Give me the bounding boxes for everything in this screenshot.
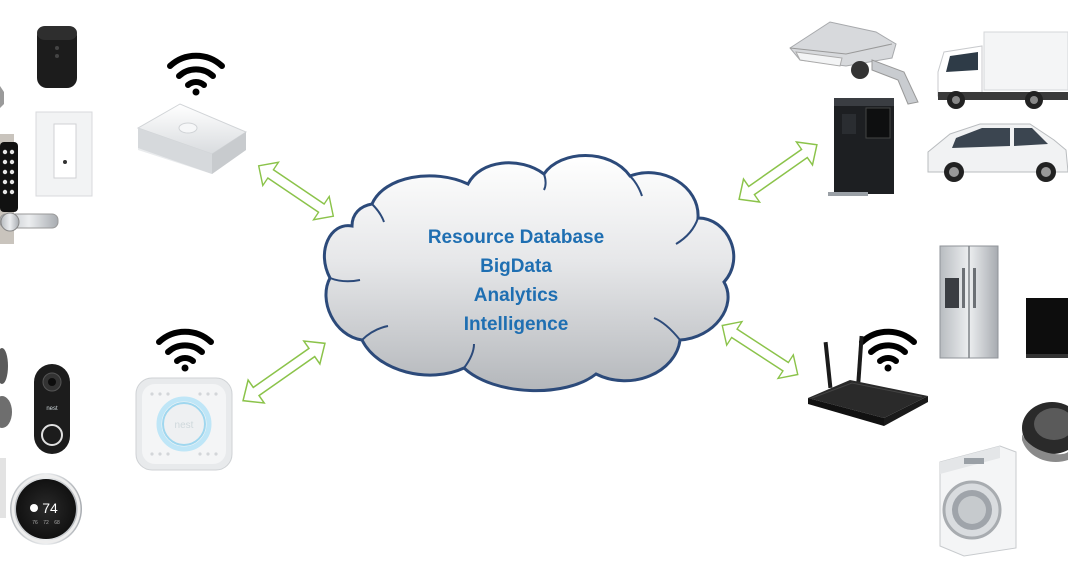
smart-lock-icon <box>0 134 59 244</box>
hub-icon <box>136 103 248 174</box>
thermostat-sub-2: 72 <box>43 520 49 526</box>
wifi-icon <box>170 56 222 96</box>
cloud: Resource Database BigData Analytics Inte… <box>322 154 736 393</box>
double-arrow-icon <box>730 132 826 212</box>
smoke-detector-brand: nest <box>175 420 194 431</box>
cloud-shape <box>322 154 736 393</box>
partial-device-icon <box>0 396 12 428</box>
double-arrow-icon <box>713 313 807 387</box>
cloud-line-1: Resource Database <box>428 227 604 248</box>
thermostat-sub-3: 68 <box>54 520 60 526</box>
arrow-top-left <box>250 153 342 229</box>
partial-device-icon <box>0 348 8 384</box>
double-arrow-icon <box>234 331 334 413</box>
arrow-top-right <box>730 132 826 212</box>
street-light-icon <box>789 21 919 105</box>
smart-speaker-icon <box>37 26 77 88</box>
arrow-bottom-left <box>234 331 334 413</box>
cloud-line-2: BigData <box>480 256 552 277</box>
cloud-line-4: Intelligence <box>464 314 569 335</box>
arrow-bottom-right <box>713 313 807 387</box>
cloud-line-3: Analytics <box>474 285 558 306</box>
wifi-icon <box>862 332 914 372</box>
refrigerator-icon <box>939 245 999 359</box>
washing-machine-icon <box>939 445 1017 557</box>
smoke-detector-icon: nest <box>135 377 233 471</box>
partial-device-icon <box>0 86 4 108</box>
double-arrow-icon <box>250 153 342 229</box>
delivery-truck-icon <box>937 31 1068 109</box>
thermostat-icon: 74 76 72 68 <box>10 473 82 545</box>
television-icon <box>1026 298 1068 358</box>
thermostat-reading: 74 <box>42 500 58 516</box>
wifi-icon <box>159 332 211 372</box>
thermostat-sub-1: 76 <box>32 520 38 526</box>
partial-device-icon <box>0 458 6 518</box>
doorbell-icon: nest <box>34 364 70 454</box>
doorbell-brand: nest <box>46 406 58 412</box>
router-icon <box>808 335 928 426</box>
car-icon <box>927 123 1068 182</box>
light-switch-icon <box>35 111 93 197</box>
parking-kiosk-icon <box>828 98 894 196</box>
robot-vacuum-icon <box>1022 402 1068 462</box>
